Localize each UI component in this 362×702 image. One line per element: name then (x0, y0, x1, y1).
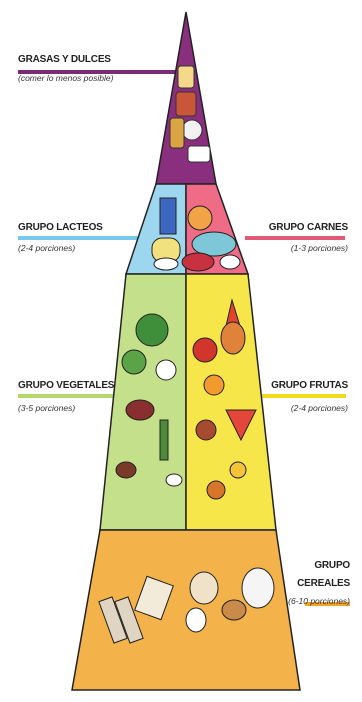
label-grasas-subtitle: (comer lo menos posible) (18, 74, 113, 84)
label-lacteos-subtitle: (2-4 porciones) (18, 244, 103, 254)
label-lacteos: GRUPO LACTEOS (2-4 porciones) (18, 222, 103, 253)
label-grasas: GRASAS Y DULCES (comer lo menos posible) (18, 54, 113, 83)
label-vegetales: GRUPO VEGETALES (3-5 porciones) (18, 380, 114, 413)
label-frutas: GRUPO FRUTAS (2-4 porciones) (271, 380, 348, 413)
label-cereales: GRUPO CEREALES (6-10 porciones) (288, 560, 350, 607)
label-carnes: GRUPO CARNES (1-3 porciones) (269, 222, 348, 253)
label-vegetales-title: GRUPO VEGETALES (18, 380, 114, 392)
label-carnes-title: GRUPO CARNES (269, 222, 348, 234)
label-carnes-subtitle: (1-3 porciones) (269, 244, 348, 254)
label-grasas-title: GRASAS Y DULCES (18, 54, 113, 66)
label-frutas-subtitle: (2-4 porciones) (271, 404, 348, 414)
label-cereales-subtitle: (6-10 porciones) (288, 597, 350, 607)
label-lacteos-title: GRUPO LACTEOS (18, 222, 103, 234)
label-cereales-title-line2: CEREALES (288, 578, 350, 590)
label-vegetales-subtitle: (3-5 porciones) (18, 404, 114, 414)
label-frutas-title: GRUPO FRUTAS (271, 380, 348, 392)
label-cereales-title-line1: GRUPO (288, 560, 350, 572)
